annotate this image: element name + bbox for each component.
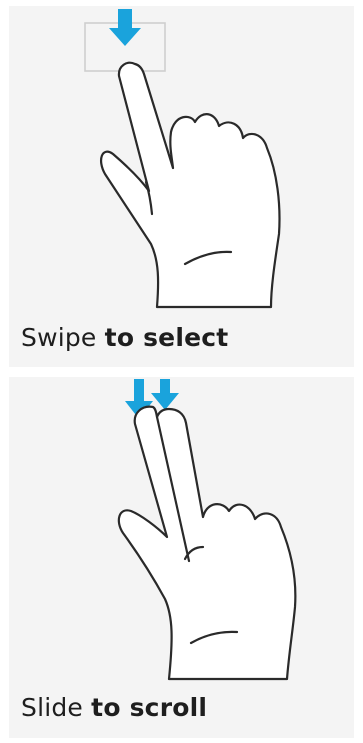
down-arrow-icon: [109, 9, 141, 46]
hand-one-finger-icon: [101, 63, 279, 307]
gesture-caption-slide-scroll: Slide to scroll: [21, 695, 207, 720]
swipe-select-illustration: [9, 6, 354, 321]
caption-action-purpose: to scroll: [91, 693, 207, 722]
caption-action-purpose: to select: [105, 323, 229, 352]
gesture-panel-swipe-select: Swipe to select: [9, 6, 354, 367]
slide-scroll-illustration: [9, 377, 354, 687]
hand-two-finger-icon: [119, 407, 296, 679]
caption-action-word: Slide: [21, 693, 83, 722]
caption-action-word: Swipe: [21, 323, 97, 352]
gesture-panel-slide-scroll: Slide to scroll: [9, 377, 354, 738]
gesture-caption-swipe-select: Swipe to select: [21, 325, 228, 350]
